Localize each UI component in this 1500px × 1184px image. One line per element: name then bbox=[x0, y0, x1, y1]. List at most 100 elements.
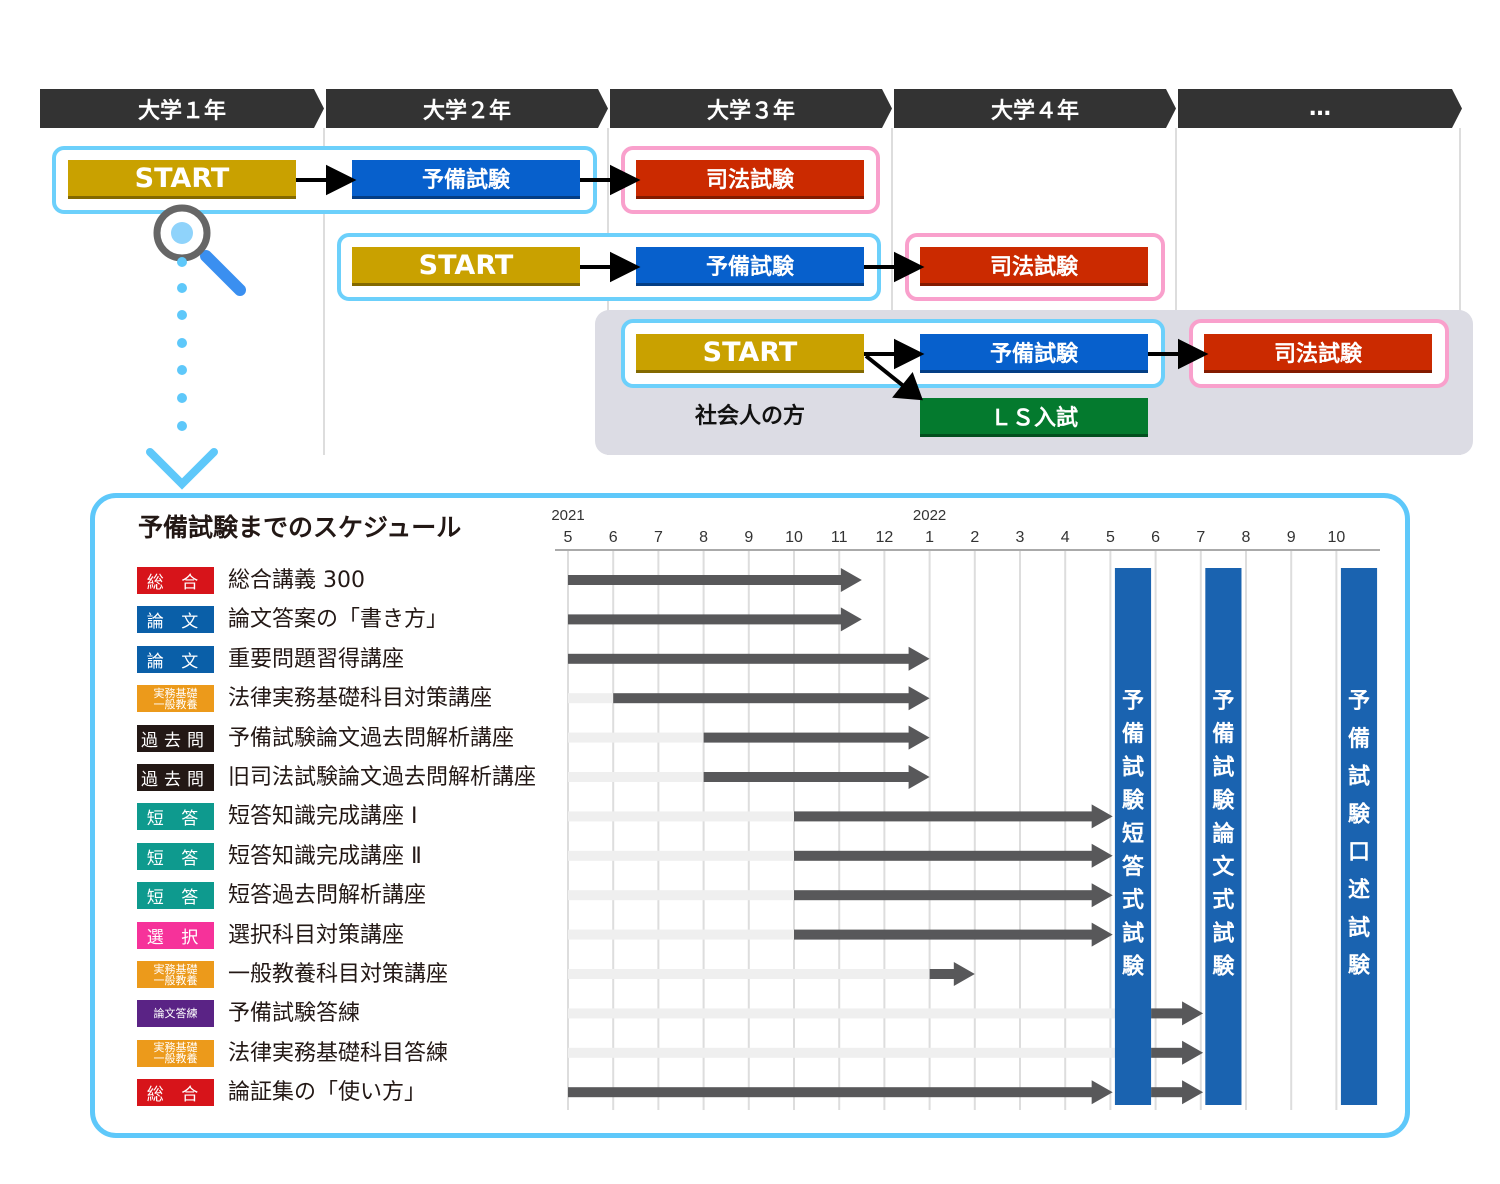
course-arrowhead bbox=[908, 646, 930, 671]
course-label: 法律実務基礎科目答練 bbox=[228, 1040, 449, 1066]
course-bar bbox=[794, 929, 1093, 940]
course-arrowhead bbox=[840, 607, 862, 632]
exam-label-char: 験 bbox=[1348, 954, 1371, 979]
course-badge: 短 答 bbox=[137, 842, 214, 870]
course-arrowhead bbox=[1182, 1080, 1204, 1105]
schedule-panel bbox=[90, 493, 1410, 1138]
exam-label-char: 試 bbox=[1122, 754, 1144, 780]
route-3-start: START bbox=[636, 334, 864, 373]
route-1-shiho: 司法試験 bbox=[636, 160, 864, 199]
course-badge: 過去問 bbox=[137, 764, 214, 791]
month-tick: 11 bbox=[831, 529, 848, 546]
month-tick: 10 bbox=[1328, 529, 1346, 546]
course-bar bbox=[794, 811, 1093, 822]
course-bar bbox=[568, 653, 910, 664]
course-badge: 論文答練 bbox=[137, 1000, 214, 1028]
pre-period-bar bbox=[568, 1047, 1115, 1058]
month-tick: 8 bbox=[1242, 529, 1251, 546]
course-bar bbox=[929, 969, 955, 979]
course-badge: 論 文 bbox=[137, 606, 214, 634]
divider bbox=[323, 128, 325, 455]
course-label: 重要問題習得講座 bbox=[228, 646, 405, 672]
month-tick: 7 bbox=[654, 529, 663, 546]
month-tick: 2 bbox=[970, 529, 979, 546]
exam-label-char: 論 bbox=[1212, 821, 1235, 847]
year-header-more: … bbox=[1178, 89, 1462, 128]
working-adult-label: 社会人の方 bbox=[694, 404, 805, 429]
course-bar bbox=[1151, 1047, 1184, 1058]
course-badge: 過去問 bbox=[137, 724, 214, 752]
route-2-yobi: 予備試験 bbox=[636, 247, 864, 286]
course-label: 短答過去問解析講座 bbox=[228, 883, 427, 909]
exam-label-char: 験 bbox=[1212, 789, 1235, 814]
course-arrowhead bbox=[1091, 1080, 1113, 1105]
course-bar bbox=[1151, 1087, 1184, 1098]
pre-period-bar bbox=[568, 772, 704, 782]
year-header-3: 大学３年 bbox=[610, 89, 892, 128]
course-badge: 短 答 bbox=[137, 803, 214, 831]
course-label: 予備試験論文過去問解析講座 bbox=[228, 725, 515, 751]
course-arrowhead bbox=[1182, 1040, 1204, 1065]
month-tick: 5 bbox=[564, 529, 573, 546]
course-arrowhead bbox=[840, 568, 862, 592]
route-1-start: START bbox=[68, 160, 296, 199]
pre-period-bar bbox=[568, 890, 794, 901]
month-tick: 4 bbox=[1061, 529, 1070, 546]
course-bar bbox=[703, 772, 910, 782]
course-arrowhead bbox=[1182, 1001, 1204, 1026]
month-tick: 10 bbox=[785, 529, 803, 546]
course-bar bbox=[794, 890, 1093, 901]
pre-period-bar bbox=[568, 929, 794, 940]
exam-label-char: 験 bbox=[1348, 802, 1371, 827]
exam-label-char: 験 bbox=[1122, 955, 1145, 980]
exam-label-char: 予 bbox=[1348, 689, 1370, 714]
course-badge: 論 文 bbox=[137, 645, 214, 673]
exam-label-char: 答 bbox=[1122, 854, 1145, 880]
course-label: 短答知識完成講座 Ⅱ bbox=[228, 843, 422, 869]
divider bbox=[1175, 128, 1177, 455]
course-badge: 総 合 bbox=[137, 567, 214, 594]
dotted-connector bbox=[177, 257, 187, 431]
course-bar bbox=[1151, 1008, 1184, 1019]
exam-label-char: 予 bbox=[1212, 689, 1234, 714]
exam-label-char: 試 bbox=[1348, 915, 1370, 941]
course-badge: 実務基礎 一般教養 bbox=[137, 685, 214, 713]
exam-label-char: 備 bbox=[1122, 721, 1144, 747]
divider bbox=[1459, 128, 1461, 455]
course-label: 法律実務基礎科目対策講座 bbox=[228, 686, 493, 712]
exam-bar bbox=[1340, 568, 1378, 1105]
course-arrowhead bbox=[953, 962, 975, 986]
flow-arrows bbox=[146, 164, 1209, 490]
route-2-shiho: 司法試験 bbox=[920, 247, 1148, 286]
course-label: 総合講義 300 bbox=[228, 568, 365, 593]
course-badge: 実務基礎 一般教養 bbox=[137, 1039, 214, 1067]
course-badge: 実務基礎 一般教養 bbox=[137, 961, 214, 988]
route-3-yobi: 予備試験 bbox=[920, 334, 1148, 373]
month-tick: 8 bbox=[699, 529, 708, 546]
pre-period-bar bbox=[568, 732, 704, 743]
exam-label-char: 短 bbox=[1122, 822, 1144, 847]
pre-period-bar bbox=[568, 1008, 1115, 1019]
course-label: 選択科目対策講座 bbox=[228, 922, 405, 948]
route-1-yobi: 予備試験 bbox=[352, 160, 580, 199]
month-tick: 1 bbox=[925, 529, 934, 546]
exam-label-char: 試 bbox=[1212, 920, 1234, 946]
course-label: 一般教養科目対策講座 bbox=[228, 962, 449, 987]
exam-label-char: 験 bbox=[1122, 789, 1145, 814]
month-tick: 12 bbox=[876, 529, 894, 546]
month-tick: 6 bbox=[1151, 529, 1160, 546]
exam-label-char: 試 bbox=[1348, 764, 1370, 790]
course-arrowhead bbox=[1091, 804, 1113, 829]
divider bbox=[891, 128, 893, 455]
course-arrowhead bbox=[908, 686, 930, 711]
course-label: 論証集の「使い方」 bbox=[228, 1080, 427, 1106]
exam-label-char: 試 bbox=[1122, 920, 1144, 946]
course-label: 旧司法試験論文過去問解析講座 bbox=[228, 765, 537, 790]
year-tick: 2022 bbox=[913, 507, 946, 524]
course-bar bbox=[794, 850, 1093, 861]
route-3-shiho: 司法試験 bbox=[1204, 334, 1432, 373]
month-tick: 3 bbox=[1016, 529, 1025, 546]
course-bar bbox=[568, 575, 842, 585]
exam-label-char: 述 bbox=[1348, 878, 1370, 903]
